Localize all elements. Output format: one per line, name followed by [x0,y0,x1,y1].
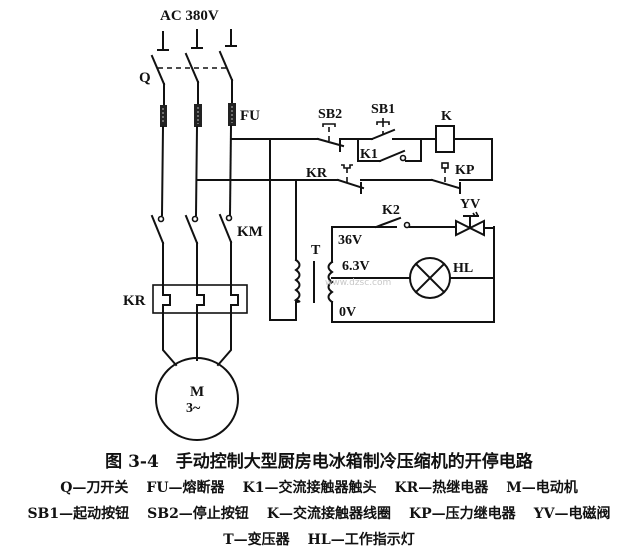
control-rail-bottom [269,162,493,194]
label-6-3v: 6.3V [342,259,370,274]
control-tap-wires [196,138,271,181]
label-yv: YV [460,197,480,212]
label-k2: K2 [382,203,400,218]
phase-lines [160,124,233,217]
watermark: www.dzsc.com [325,278,391,288]
legend-item: SB1—起动按钮 [27,506,130,522]
caption-title: 图 3-4 手动控制大型厨房电冰箱制冷压缩机的开停电路 [105,452,533,472]
legend-item: M—电动机 [506,480,578,496]
motor-m [155,357,239,441]
legend-item: KR—热继电器 [394,480,489,496]
label-q: Q [139,70,151,86]
fuses-fu [160,103,236,127]
control-rail-top [269,118,493,181]
legend-item: T—变压器 [223,532,290,548]
figure-caption: 图 3-4 手动控制大型厨房电冰箱制冷压缩机的开停电路 Q—刀开关 FU—熔断器 K… [0,449,638,553]
label-hl: HL [453,261,473,276]
coil-k [435,125,455,153]
label-k1: K1 [360,147,378,162]
legend-item: KP—压力继电器 [408,506,516,522]
label-fu: FU [240,108,260,124]
legend-item: K1—交流接触器触头 [242,480,377,496]
label-k: K [441,109,452,124]
label-sb2: SB2 [318,107,342,122]
caption-legend: Q—刀开关 FU—熔断器 K1—交流接触器触头 KR—热继电器 M—电动机 SB1—起动按… [0,475,638,553]
label-t: T [311,243,321,258]
supply-label: AC 380V [160,8,219,24]
supply-terminals [157,29,237,51]
motor-leads [162,312,232,367]
legend-item: SB2—停止按钮 [147,506,249,522]
legend-line: SB1—起动按钮 SB2—停止按钮 K—交流接触器线圈 KP—压力继电器 YV—电磁阀 [0,501,638,527]
circuit-diagram: AC 380V Q FU [123,8,495,441]
label-kp: KP [455,163,475,178]
label-sb1: SB1 [371,102,395,117]
label-36v: 36V [338,233,362,248]
label-0v: 0V [339,305,356,320]
legend-line: T—变压器 HL—工作指示灯 [0,527,638,553]
legend-item: K—交流接触器线圈 [266,506,391,522]
knife-switch-q [150,50,234,105]
transformer-secondary [327,226,495,323]
label-motor-phase: 3~ [186,401,201,416]
legend-item: HL—工作指示灯 [307,532,415,548]
indicator-lamp-hl [409,257,495,299]
label-kr-ctrl: KR [306,166,328,181]
legend-item: Q—刀开关 [60,480,129,496]
label-km: KM [237,224,263,240]
transformer-primary [269,138,301,321]
legend-item: FU—熔断器 [146,480,225,496]
label-kr-main: KR [123,293,146,309]
thermal-relay-kr [152,284,248,314]
legend-line: Q—刀开关 FU—熔断器 K1—交流接触器触头 KR—热继电器 M—电动机 [0,475,638,501]
solenoid-valve-yv [455,211,495,237]
contactor-km-contacts [150,213,233,288]
legend-item: YV—电磁阀 [533,506,611,522]
label-motor: M [190,384,204,400]
contact-k2 [374,216,457,229]
